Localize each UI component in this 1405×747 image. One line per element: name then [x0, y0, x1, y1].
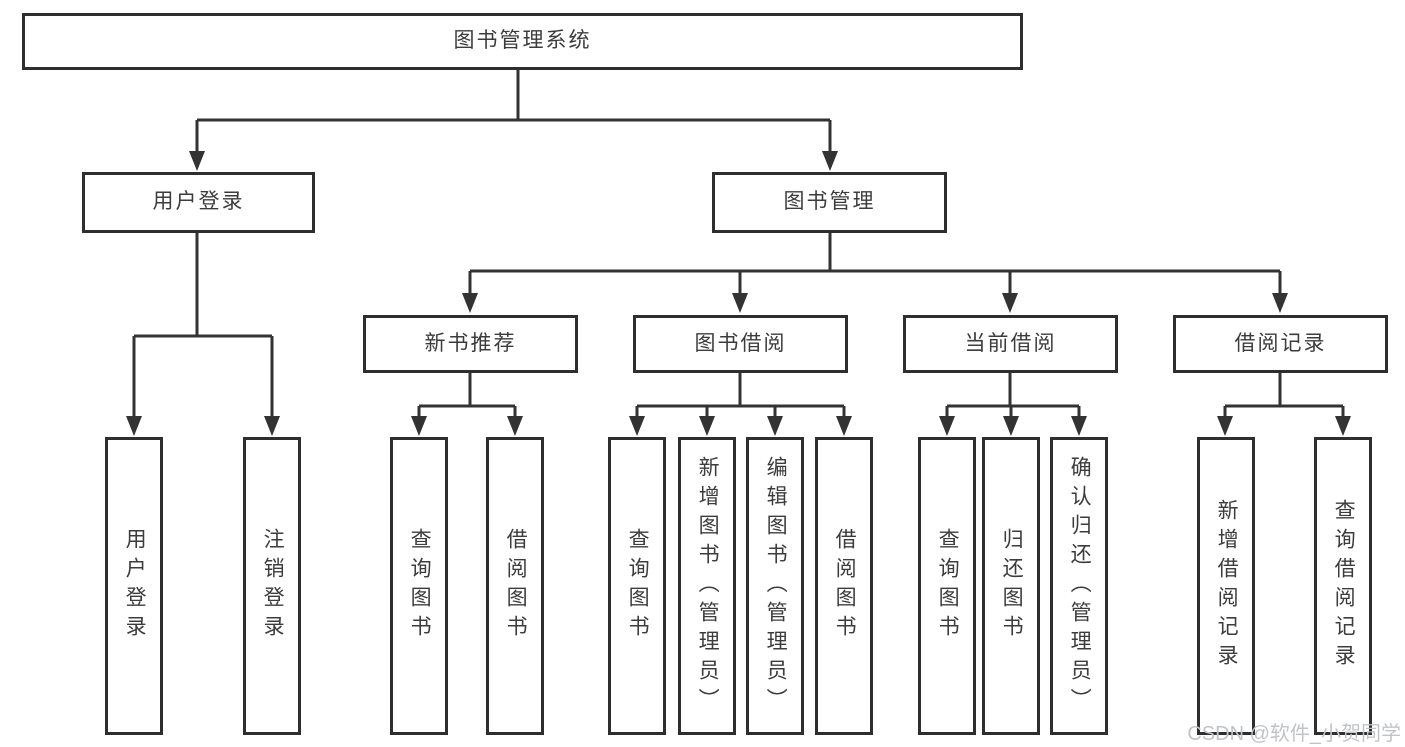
leaf-return-book: 归还图书 [982, 437, 1040, 735]
node-new-book-recommendation: 新书推荐 [363, 315, 578, 373]
leaf-borrow-books-recommend: 借阅图书 [486, 437, 544, 735]
csdn-watermark: CSDN @软件_小贺同学 [1187, 723, 1401, 745]
leaf-user-login: 用户登录 [105, 437, 163, 735]
node-book-management: 图书管理 [712, 172, 947, 233]
leaf-query-borrow-record: 查询借阅记录 [1314, 437, 1372, 735]
leaf-add-borrow-record: 新增借阅记录 [1197, 437, 1255, 735]
leaf-edit-book-admin: 编辑图书（管理员） [746, 437, 804, 735]
leaf-borrow-books-borrow: 借阅图书 [815, 437, 873, 735]
node-borrowing-records: 借阅记录 [1173, 315, 1388, 373]
node-library-management-system: 图书管理系统 [22, 13, 1023, 70]
leaf-query-books-recommend: 查询图书 [390, 437, 448, 735]
node-current-borrowing: 当前借阅 [903, 315, 1118, 373]
leaf-query-books-current: 查询图书 [918, 437, 976, 735]
node-user-login: 用户登录 [82, 172, 315, 233]
node-book-borrowing: 图书借阅 [633, 315, 848, 373]
leaf-add-book-admin: 新增图书（管理员） [678, 437, 736, 735]
leaf-confirm-return-admin: 确认归还（管理员） [1050, 437, 1108, 735]
leaf-logout: 注销登录 [243, 437, 301, 735]
leaf-query-books-borrow: 查询图书 [608, 437, 666, 735]
